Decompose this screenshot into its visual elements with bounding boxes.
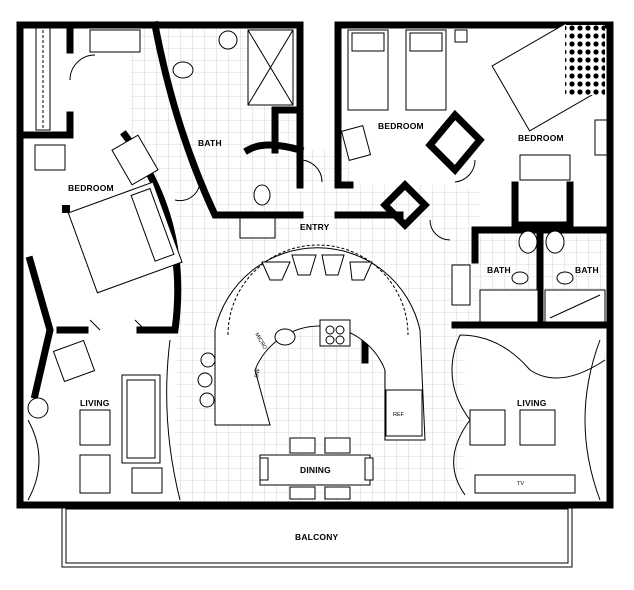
left-bedroom-furniture: [34, 27, 183, 294]
right-bedroom-furniture: [491, 22, 608, 181]
kitchen-counter: [214, 244, 426, 441]
doors: [69, 54, 476, 331]
label-tv: TV: [517, 481, 524, 487]
label-bedroom-left: BEDROOM: [68, 183, 114, 193]
label-dining: DINING: [300, 465, 331, 475]
label-bedroom-mid: BEDROOM: [378, 121, 424, 131]
label-ref: REF: [393, 412, 405, 418]
label-dw: DW: [254, 367, 262, 378]
label-balcony: BALCONY: [295, 532, 339, 542]
bar-stools: [197, 254, 373, 408]
right-living-furniture: [451, 334, 606, 501]
label-living-left: LIVING: [80, 398, 110, 408]
label-bath-top: BATH: [198, 138, 222, 148]
label-living-right: LIVING: [517, 398, 547, 408]
mid-bedroom-furniture: [340, 29, 468, 161]
left-living-furniture: [27, 339, 181, 501]
label-bedroom-right: BEDROOM: [518, 133, 564, 143]
label-bath-mid: BATH: [487, 265, 511, 275]
bath-fixtures-top: [172, 29, 294, 239]
right-bath-fixtures: [451, 230, 606, 323]
balcony: [61, 504, 573, 568]
label-entry: ENTRY: [300, 222, 330, 232]
dining-furniture: [259, 437, 374, 500]
label-bath-right: BATH: [575, 265, 599, 275]
